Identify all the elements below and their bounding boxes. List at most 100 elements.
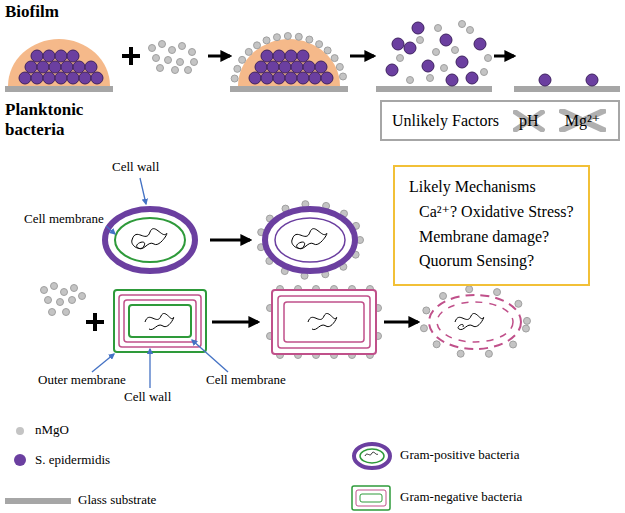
factor-text: pH bbox=[519, 112, 539, 129]
legend-swatch bbox=[5, 498, 71, 504]
nanoparticle-dot bbox=[452, 47, 459, 54]
bacterium-dot bbox=[67, 72, 79, 84]
bacterium-dot bbox=[303, 61, 315, 73]
bacterium-dot bbox=[261, 72, 273, 84]
legend-text: Glass substrate bbox=[78, 493, 156, 508]
mechanism-box: Likely MechanismsCa²⁺? Oxidative Stress?… bbox=[393, 165, 590, 286]
bacterium-dot bbox=[91, 72, 103, 84]
leader-line bbox=[92, 178, 228, 388]
part-label: Outer membrane bbox=[38, 373, 126, 388]
bacterium-dot bbox=[474, 38, 486, 50]
bacterium-dot bbox=[249, 72, 261, 84]
nanoparticle-dot bbox=[440, 292, 447, 299]
legend-swatch bbox=[14, 454, 26, 466]
nanoparticle-dot bbox=[510, 341, 517, 348]
nanoparticle-dot bbox=[417, 37, 424, 44]
nanoparticle-dot bbox=[71, 285, 78, 292]
part-label: Cell membrane bbox=[206, 373, 286, 388]
biofilm-matrix bbox=[238, 39, 340, 86]
bacterium-dot bbox=[43, 72, 55, 84]
nanoparticle-dot bbox=[63, 309, 70, 316]
bacterium-dot bbox=[267, 61, 279, 73]
bacterium-dot bbox=[31, 72, 43, 84]
nanoparticle-dot bbox=[427, 75, 434, 82]
nanoparticle-dot bbox=[435, 25, 442, 32]
nanoparticle-dot bbox=[159, 41, 166, 48]
bacterium-dot bbox=[386, 64, 398, 76]
nanoparticle-dot bbox=[441, 65, 448, 72]
nanoparticle-dot bbox=[57, 299, 64, 306]
nanoparticle-dot bbox=[41, 287, 48, 294]
bacterium-dot bbox=[297, 50, 309, 62]
nanoparticle-dot bbox=[420, 325, 427, 332]
section-title: Biofilm bbox=[5, 2, 125, 22]
bacterium-dot bbox=[466, 72, 478, 84]
nanoparticle-dot bbox=[515, 300, 522, 307]
part-label: Cell membrane bbox=[24, 212, 104, 227]
nanoparticle-dot bbox=[157, 65, 164, 72]
nanoparticle-dot bbox=[295, 33, 302, 40]
nanoparticle-dot bbox=[231, 75, 238, 82]
bacterium-dot bbox=[412, 22, 424, 34]
bacterium-dot bbox=[291, 61, 303, 73]
factor-box: Unlikely Factors pH Mg²⁺ bbox=[380, 100, 620, 141]
nanoparticle-dot bbox=[245, 48, 252, 55]
nanoparticle-dot bbox=[336, 63, 343, 70]
gram-positive-cell bbox=[265, 209, 355, 271]
nanoparticle-dot bbox=[324, 47, 331, 54]
bacterium-dot bbox=[422, 60, 434, 72]
bacterium-dot bbox=[279, 61, 291, 73]
nanoparticle-dot bbox=[149, 45, 156, 52]
nanoparticle-dot bbox=[397, 55, 404, 62]
nanoparticle-dot bbox=[522, 325, 529, 332]
bacterium-dot bbox=[539, 74, 551, 86]
nanoparticle-dot bbox=[284, 33, 291, 40]
nanoparticle-dot bbox=[234, 65, 241, 72]
nanoparticle-dot bbox=[433, 341, 440, 348]
bacterium-dot bbox=[79, 72, 91, 84]
bacterium-dot bbox=[85, 61, 97, 73]
bacterium-dot bbox=[440, 34, 452, 46]
bacterium-dot bbox=[586, 74, 598, 86]
lysed-cell bbox=[429, 295, 521, 349]
gram-negative-cell bbox=[114, 290, 206, 352]
legend-swatch bbox=[16, 427, 24, 435]
part-label: Cell wall bbox=[112, 160, 159, 175]
bacterium-dot bbox=[456, 56, 468, 68]
legend-text: Gram-negative bacteria bbox=[400, 490, 522, 505]
legend-shape bbox=[352, 444, 390, 510]
box-heading: Unlikely Factors bbox=[392, 112, 499, 130]
nanoparticle-dot bbox=[263, 37, 270, 44]
nanoparticle-dot bbox=[165, 57, 172, 64]
bacterium-dot bbox=[297, 72, 309, 84]
bacterium-dot bbox=[309, 72, 321, 84]
bacterium-dot bbox=[67, 50, 79, 62]
nanoparticle-dot bbox=[153, 55, 160, 62]
bacterium-dot bbox=[285, 50, 297, 62]
part-label: Cell wall bbox=[124, 390, 171, 405]
nanoparticle-dot bbox=[179, 43, 186, 50]
bacterium-dot bbox=[55, 50, 67, 62]
section-title: Planktonic bacteria bbox=[5, 100, 105, 139]
bacterium-dot bbox=[285, 72, 297, 84]
nanoparticle-dot bbox=[485, 350, 492, 357]
bacterium-dot bbox=[61, 61, 73, 73]
bacterium-dot bbox=[25, 61, 37, 73]
nanoparticle-dot bbox=[306, 36, 313, 43]
bacterium-dot bbox=[55, 72, 67, 84]
bacterium-dot bbox=[446, 74, 458, 86]
box-heading: Likely Mechanisms bbox=[409, 175, 574, 200]
nanoparticle-dot bbox=[485, 55, 492, 62]
nanoparticle-dot bbox=[177, 59, 184, 66]
glass-substrate bbox=[5, 86, 620, 92]
factor-text: Mg²⁺ bbox=[565, 112, 600, 129]
nanoparticle-dot bbox=[185, 67, 192, 74]
crossed-factor: Mg²⁺ bbox=[559, 109, 606, 132]
bacterium-dot bbox=[315, 61, 327, 73]
nanoparticle-dot bbox=[523, 317, 530, 324]
legend-text: Gram-positive bacteria bbox=[400, 448, 519, 463]
bacterium-dot bbox=[273, 72, 285, 84]
nanoparticle-dot bbox=[331, 55, 338, 62]
nanoparticle-dot bbox=[339, 73, 346, 80]
nanoparticle-dot bbox=[45, 297, 52, 304]
